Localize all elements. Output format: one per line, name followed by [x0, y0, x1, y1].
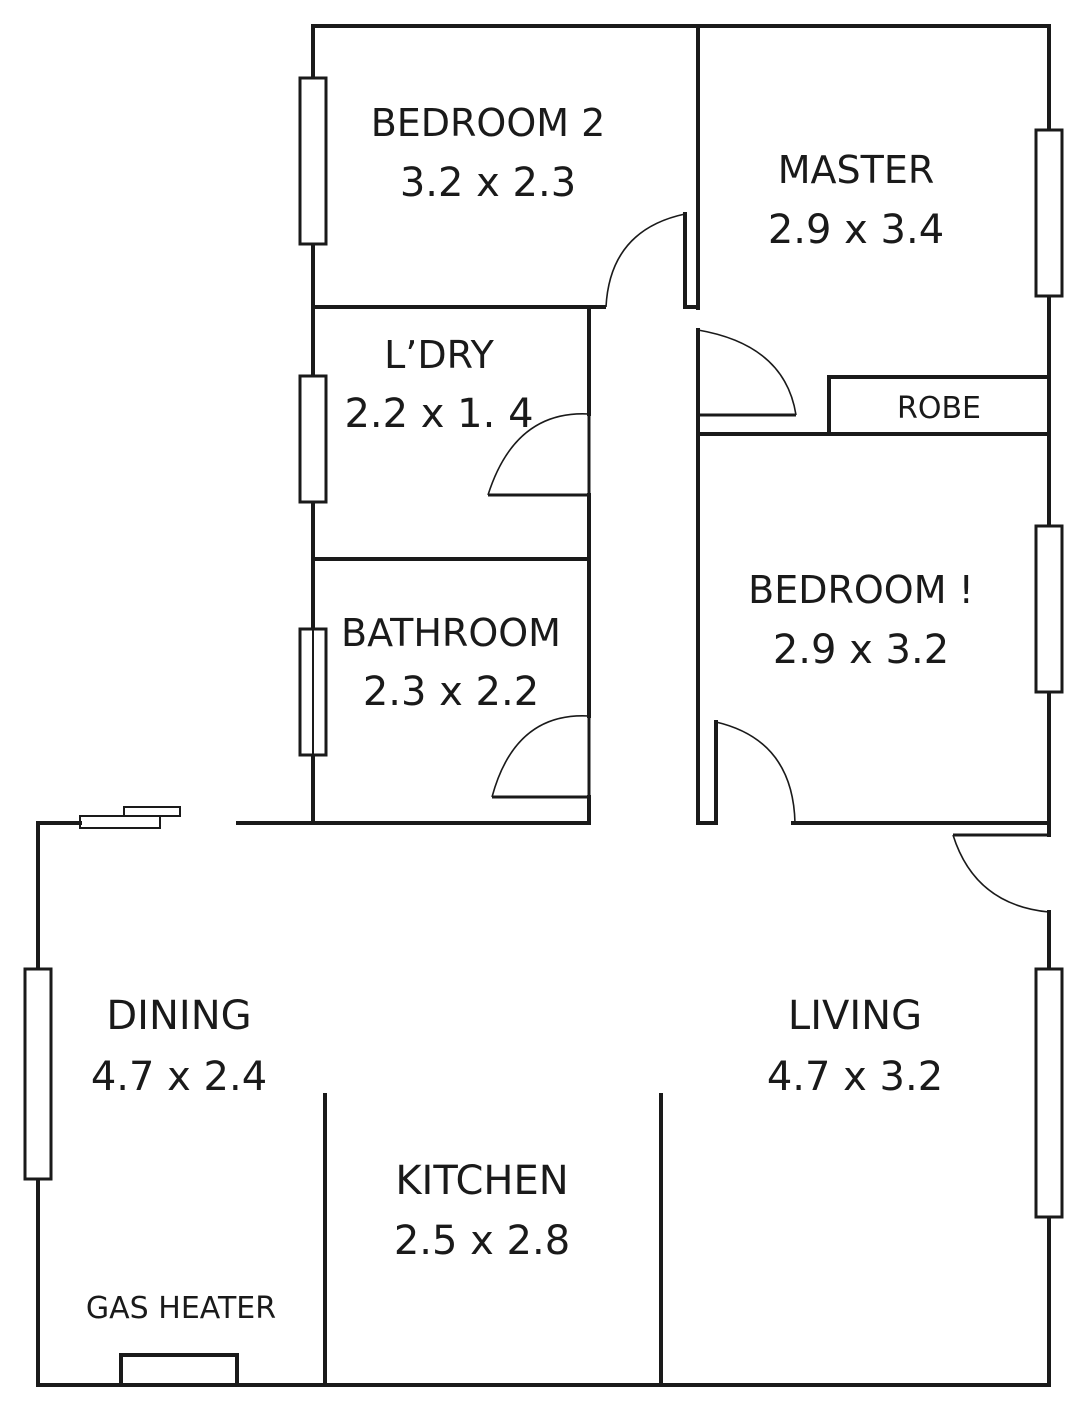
label-laundry-name: L’DRY: [384, 333, 494, 377]
label-living-size: 4.7 x 3.2: [767, 1054, 943, 1100]
label-living-name: LIVING: [788, 993, 922, 1039]
room-labels: BEDROOM 2 3.2 x 2.3 MASTER 2.9 x 3.4 L’D…: [86, 101, 981, 1326]
label-robe-name: ROBE: [897, 391, 981, 426]
label-master-size: 2.9 x 3.4: [768, 207, 944, 253]
door-laundry-arc: [487, 413, 590, 496]
door-master-arc: [697, 329, 797, 416]
window-living: [1034, 967, 1064, 1219]
doors: [487, 213, 1050, 913]
label-dining-name: DINING: [106, 993, 251, 1039]
door-bathroom-arc: [491, 715, 590, 798]
label-gas-heater: GAS HEATER: [86, 1291, 276, 1326]
label-master-name: MASTER: [778, 148, 935, 192]
window-bedroom2: [298, 76, 328, 246]
label-laundry-size: 2.2 x 1. 4: [344, 391, 533, 437]
label-kitchen-name: KITCHEN: [395, 1158, 568, 1204]
door-entry-arc: [952, 834, 1050, 913]
label-bedroom1-size: 2.9 x 3.2: [773, 627, 949, 673]
label-bedroom2-name: BEDROOM 2: [371, 101, 606, 145]
label-dining-size: 4.7 x 2.4: [91, 1054, 267, 1100]
label-bathroom-name: BATHROOM: [341, 611, 561, 655]
label-kitchen-size: 2.5 x 2.8: [394, 1218, 570, 1264]
door-bedroom1-arc: [715, 721, 796, 824]
window-laundry: [298, 374, 328, 504]
sliding-door-panel-1: [79, 815, 161, 829]
window-dining: [23, 967, 53, 1181]
window-master: [1034, 128, 1064, 298]
label-bedroom2-size: 3.2 x 2.3: [400, 160, 576, 206]
window-bedroom1: [1034, 524, 1064, 694]
windows: [23, 76, 1064, 1219]
sliding-door-panel-2: [123, 806, 181, 817]
gas-heater-box: [119, 1353, 239, 1387]
label-bedroom1-name: BEDROOM !: [748, 568, 974, 612]
label-bathroom-size: 2.3 x 2.2: [363, 669, 539, 715]
door-bedroom2-arc: [605, 213, 686, 308]
